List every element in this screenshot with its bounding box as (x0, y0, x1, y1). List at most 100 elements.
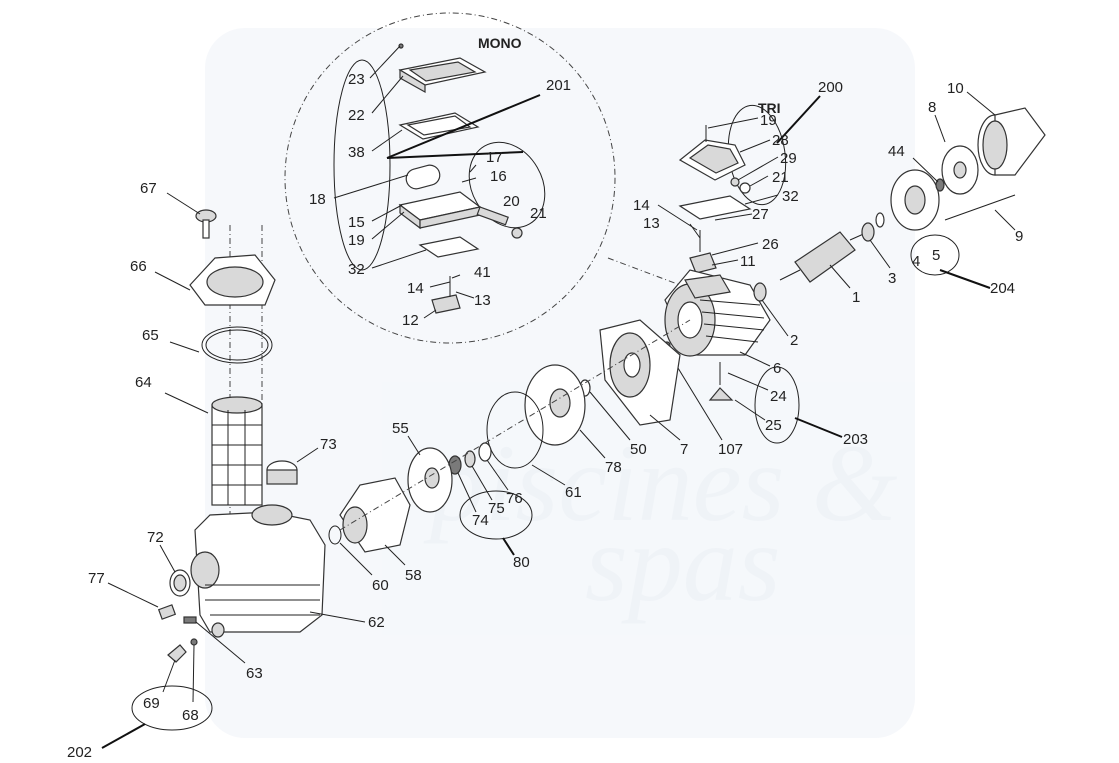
label-201: 201 (546, 77, 571, 94)
label-r32: 32 (782, 188, 799, 205)
leader-1 (829, 264, 851, 289)
label-r13: 13 (643, 215, 660, 232)
leader-15 (371, 204, 403, 222)
volute-58-group: 58 (339, 477, 422, 584)
oring-65 (201, 326, 273, 364)
label-44: 44 (888, 143, 905, 160)
group-203-outline (754, 366, 800, 444)
foot-25 (708, 387, 734, 401)
leader-r26 (711, 242, 759, 256)
label-2: 2 (790, 332, 798, 349)
oring-60-group: 60 (328, 525, 389, 594)
pump-body-62-drain (211, 622, 225, 638)
leader-75 (471, 465, 493, 501)
label-80: 80 (513, 554, 530, 571)
label-20: 20 (503, 193, 520, 210)
watermark-text-2: spas (585, 502, 781, 624)
leader-r13 (689, 223, 701, 239)
pump-body-62-inlet (190, 551, 220, 589)
mono-gasket-38-inner (406, 115, 472, 136)
oring-65-inner (205, 329, 269, 361)
basket-64 (211, 404, 263, 506)
drain-plug-69 (167, 644, 187, 663)
seal-75 (464, 450, 476, 468)
leader-13 (455, 291, 475, 299)
leader-64 (164, 392, 209, 414)
leader-22 (371, 75, 404, 114)
motor-fin-3 (703, 323, 765, 331)
basket-64-rim (211, 396, 263, 414)
label-3: 3 (888, 270, 896, 287)
label-5: 5 (932, 247, 940, 264)
mono-cable-gland (476, 206, 509, 226)
leader-73 (296, 447, 319, 463)
leader-55 (407, 435, 421, 456)
label-66: 66 (130, 258, 147, 275)
label-r14: 14 (633, 197, 650, 214)
mono-terminal-block (431, 294, 461, 314)
label-14: 14 (407, 280, 424, 297)
label-78: 78 (605, 459, 622, 476)
pump-body-group: 67 66 65 64 73 62 (67, 180, 385, 761)
label-11: 11 (740, 253, 756, 270)
mono-capacitor (405, 164, 441, 190)
label-60: 60 (372, 577, 389, 594)
tie-bolt-9 (944, 194, 1016, 221)
leader-69 (162, 659, 176, 693)
leader-77 (107, 582, 159, 608)
leader-r11 (711, 259, 739, 266)
label-72: 72 (147, 529, 164, 546)
label-16: 16 (490, 168, 507, 185)
label-23: 23 (348, 71, 365, 88)
mono-cover-top (408, 61, 477, 82)
watermark-text-1: piscines & (423, 422, 898, 544)
fan-cover-grille (982, 120, 1008, 170)
label-67: 67 (140, 180, 157, 197)
bracket-7-group: 7 (599, 319, 688, 458)
leader-41 (451, 274, 461, 279)
leader-200 (776, 95, 821, 144)
tri-gasket-32 (678, 195, 752, 220)
rotor-1 (794, 231, 856, 283)
tri-variant-label: TRI (758, 100, 781, 116)
label-25: 25 (765, 417, 782, 434)
label-65: 65 (142, 327, 159, 344)
mono-screw-17 (469, 164, 477, 173)
oring-61-group: 61 (486, 391, 582, 501)
bearing-3 (861, 222, 875, 242)
leader-72 (159, 544, 176, 573)
leader-61 (531, 464, 566, 486)
leader-2 (761, 299, 789, 337)
leader-44 (912, 157, 939, 183)
label-76: 76 (506, 490, 523, 507)
motor-terminal-base (684, 274, 731, 299)
rear-flange-hub (904, 185, 926, 215)
leader-14 (429, 281, 451, 288)
label-69: 69 (143, 695, 160, 712)
leader-12 (423, 309, 437, 319)
plug-63 (183, 616, 197, 624)
rotor-shaft-left (779, 269, 801, 281)
leader-66 (154, 271, 191, 291)
union-73-body (266, 469, 298, 485)
leader-38 (371, 129, 403, 152)
oring-61 (486, 391, 544, 469)
label-55: 55 (392, 420, 409, 437)
label-50: 50 (630, 441, 647, 458)
lid-66-top (206, 266, 264, 298)
leader-67 (166, 192, 201, 215)
diffuser-78-hub (549, 388, 571, 418)
label-75: 75 (488, 500, 505, 517)
plug-77 (157, 604, 177, 620)
label-18: 18 (309, 191, 326, 208)
tri-terminal-block (689, 252, 717, 274)
leader-50 (589, 391, 631, 441)
leader-80 (502, 537, 515, 556)
leader-r28 (739, 139, 771, 153)
mono-cover-side (399, 68, 426, 94)
label-73: 73 (320, 436, 337, 453)
label-4: 4 (912, 253, 920, 270)
leader-204 (939, 269, 991, 289)
motor-body: 6 (664, 269, 781, 377)
